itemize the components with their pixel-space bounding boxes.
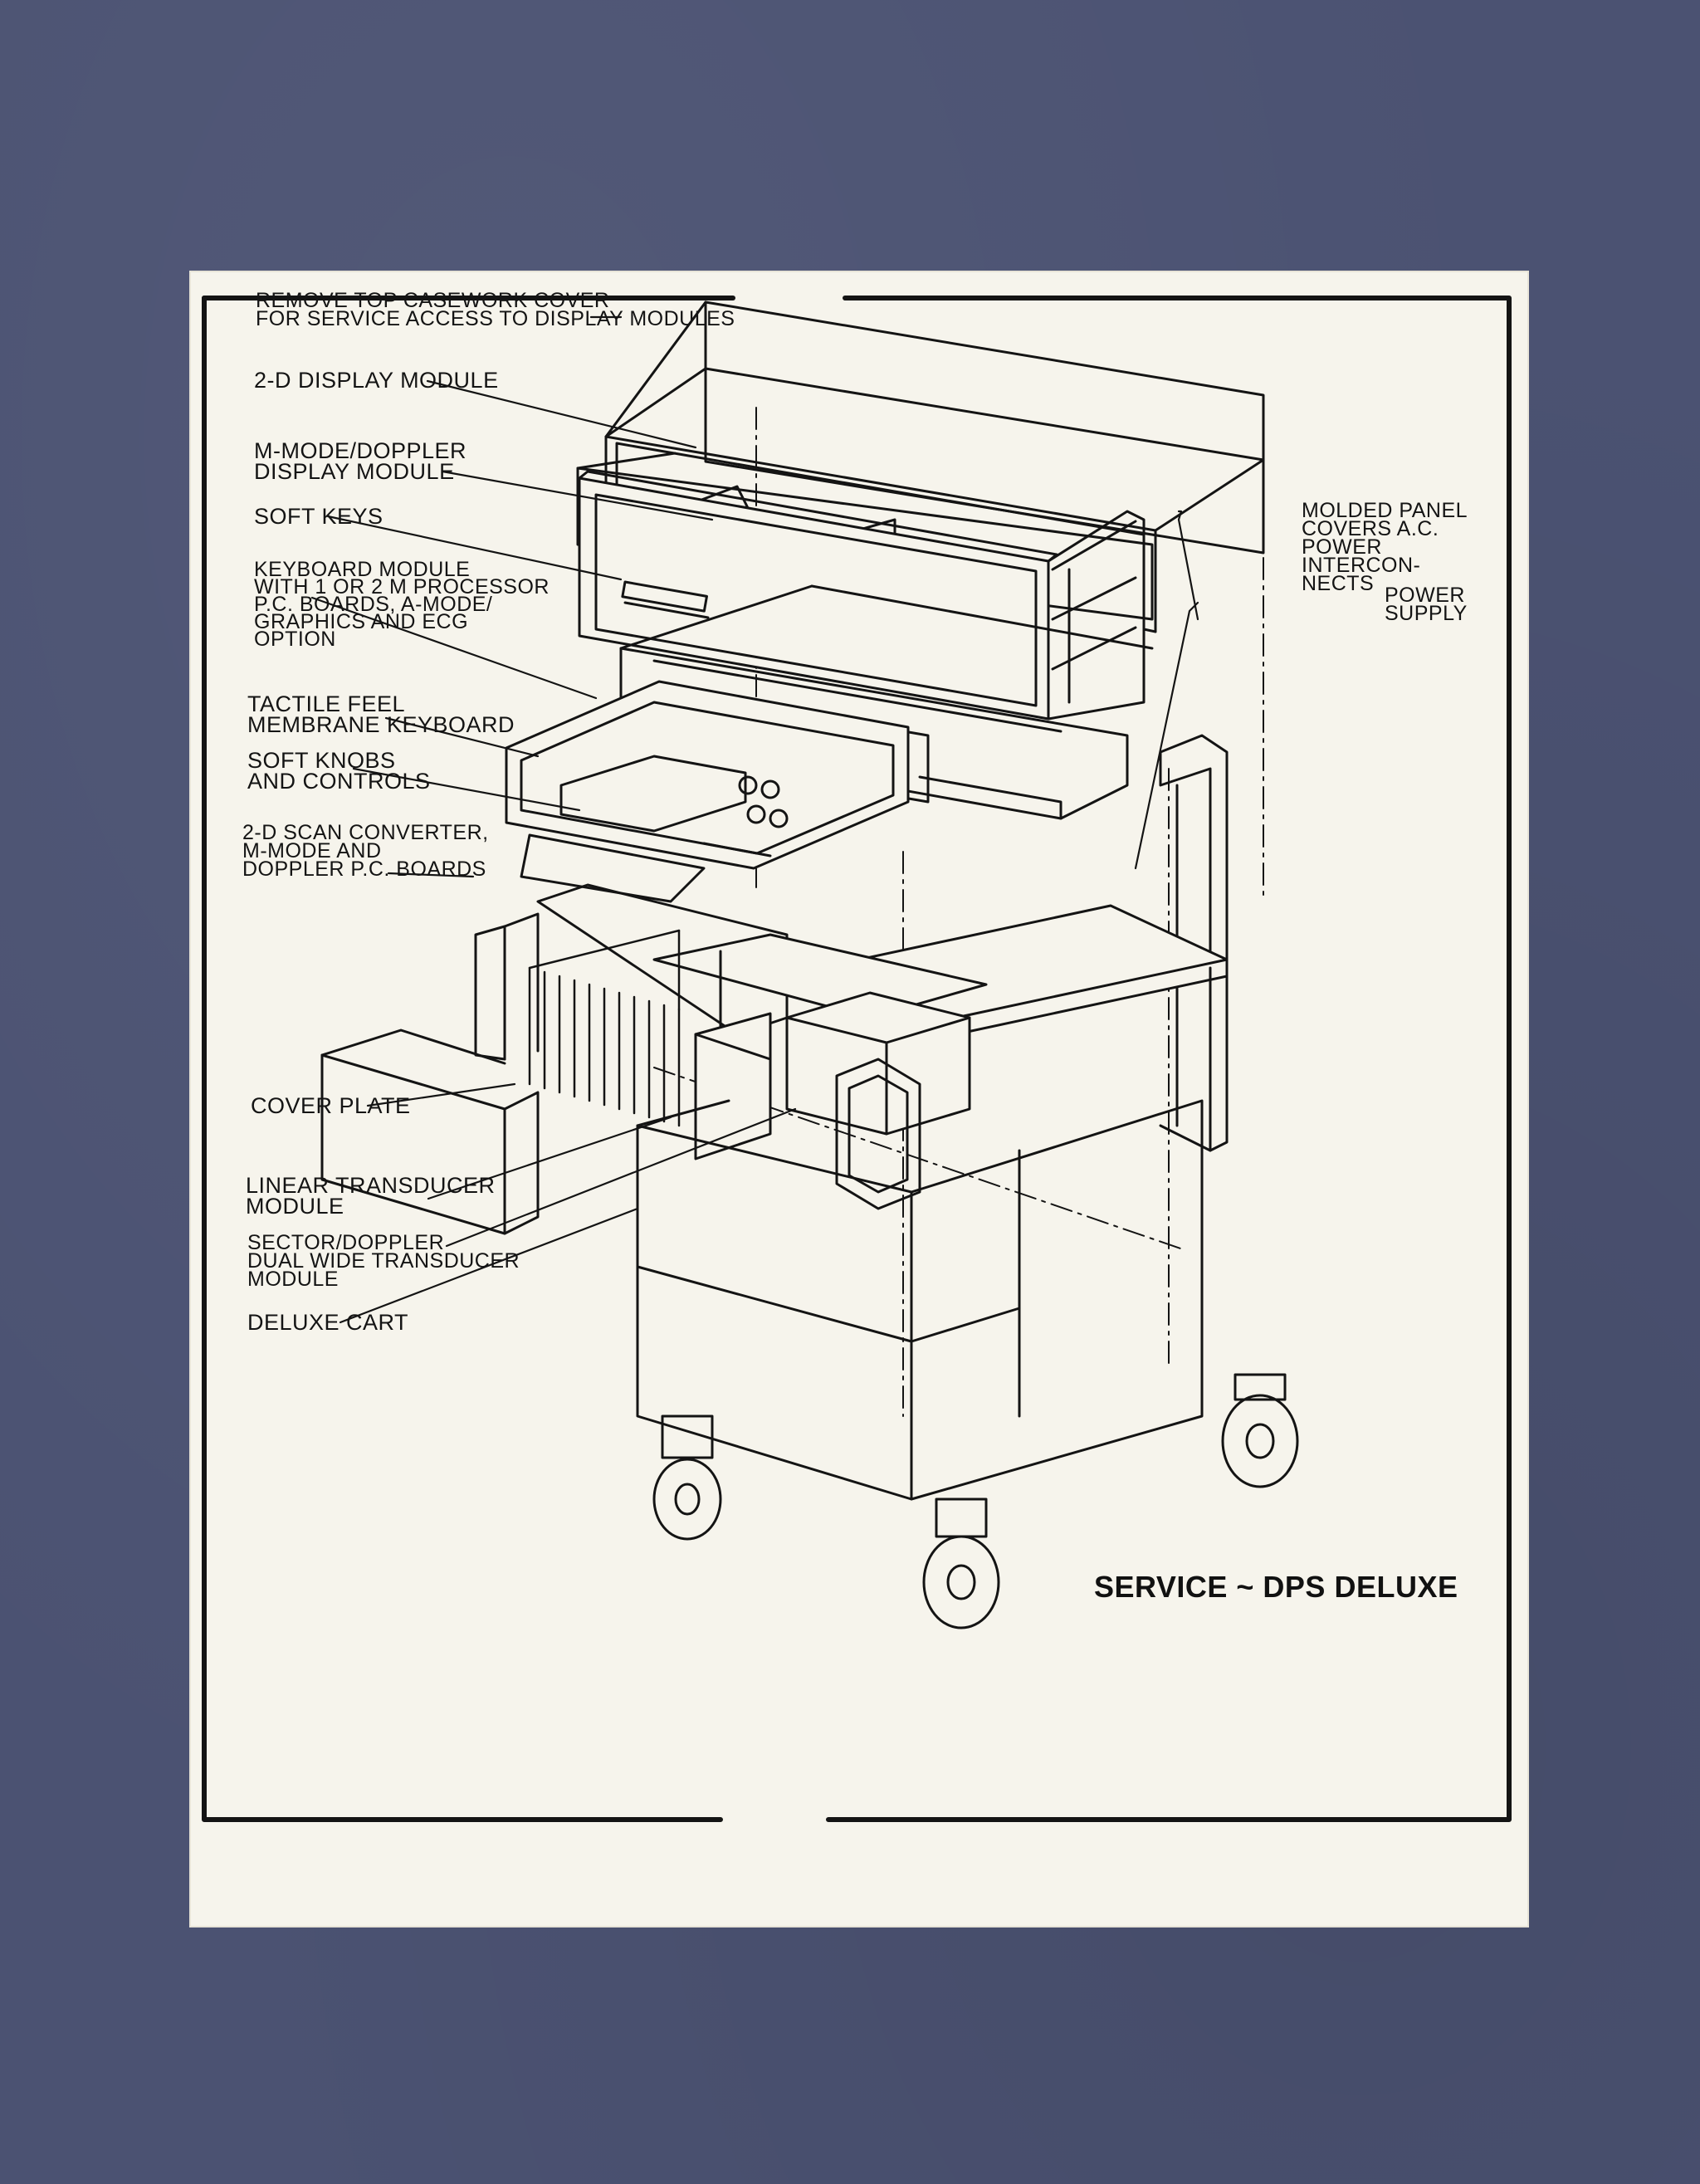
board-cage xyxy=(536,883,988,1086)
membrane-keyboard-panel xyxy=(505,680,910,903)
label-soft-keys: SOFT KEYS xyxy=(254,504,383,529)
deluxe-cart-frame xyxy=(636,1099,1204,1501)
label-molded-panel: MOLDED PANEL COVERS A.C. POWER INTERCON-… xyxy=(1302,499,1468,595)
leader-lines xyxy=(310,315,1199,1324)
card-cage-handle-left xyxy=(474,912,540,1061)
label-linear-transducer-module: LINEAR TRANSDUCER MODULE xyxy=(246,1173,496,1219)
label-mmode-doppler-display-module: M-MODE/DOPPLER DISPLAY MODULE xyxy=(254,438,467,484)
label-remove-top-cover: REMOVE TOP CASEWORK COVER FOR SERVICE AC… xyxy=(256,289,735,330)
equipment-drawing xyxy=(202,296,1512,1822)
label-deluxe-cart: DELUXE CART xyxy=(247,1310,409,1335)
sector-doppler-module xyxy=(785,991,971,1136)
label-scan-converter-boards: 2-D SCAN CONVERTER, M-MODE AND DOPPLER P… xyxy=(242,821,489,881)
label-tactile-membrane-keyboard: TACTILE FEEL MEMBRANE KEYBOARD xyxy=(247,691,515,737)
label-sector-doppler-module: SECTOR/DOPPLER DUAL WIDE TRANSDUCER MODU… xyxy=(247,1231,520,1291)
pc-boards xyxy=(528,929,681,1127)
service-illustration-sheet: REMOVE TOP CASEWORK COVER FOR SERVICE AC… xyxy=(189,271,1529,1927)
drawing-title: SERVICE ~ DPS DELUXE xyxy=(1094,1570,1458,1604)
frame-border xyxy=(202,296,1512,1822)
linear-transducer-module xyxy=(694,1012,772,1160)
top-casework-cover xyxy=(604,300,1265,633)
label-soft-knobs-controls: SOFT KNOBS AND CONTROLS xyxy=(247,748,431,794)
label-keyboard-module: KEYBOARD MODULE WITH 1 OR 2 µ PROCESSOR … xyxy=(254,558,550,651)
casters xyxy=(652,1373,1299,1629)
front-display-module xyxy=(578,470,1146,721)
label-2d-display-module: 2-D DISPLAY MODULE xyxy=(254,368,499,393)
label-cover-plate: COVER PLATE xyxy=(251,1093,411,1118)
label-power-supply: POWER SUPPLY xyxy=(1385,584,1468,625)
